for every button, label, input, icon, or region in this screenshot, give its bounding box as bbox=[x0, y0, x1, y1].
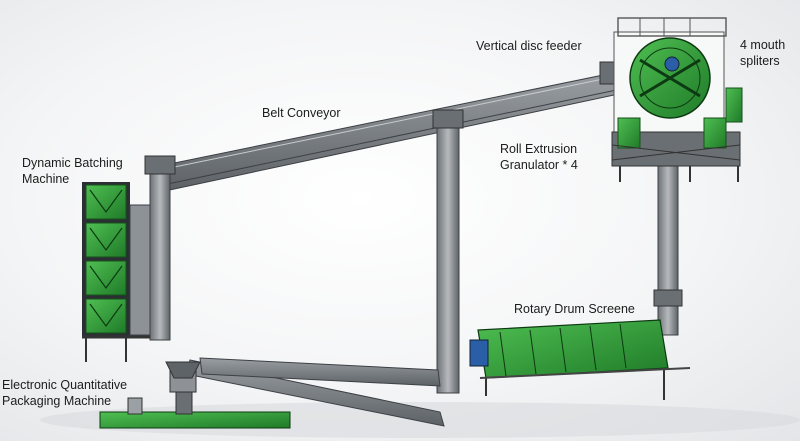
bucket-elevator-center bbox=[432, 109, 464, 394]
label-dynamic-batching-line2: Machine bbox=[22, 172, 70, 186]
vertical-disc-feeder bbox=[613, 17, 727, 133]
roll-extrusion-granulators bbox=[611, 87, 743, 182]
label-vertical-disc-feeder: Vertical disc feeder bbox=[476, 39, 582, 53]
label-roll-extrusion-line1: Roll Extrusion bbox=[500, 142, 578, 156]
dynamic-batching-machine bbox=[82, 182, 151, 362]
rotary-drum-screen bbox=[469, 319, 691, 400]
bucket-elevator-right bbox=[653, 159, 683, 336]
label-roll-extrusion-line2: Granulator * 4 bbox=[500, 158, 578, 172]
bucket-elevator-left bbox=[144, 155, 176, 341]
label-mouth-spliters-line2: spliters bbox=[740, 54, 780, 68]
label-rotary-drum: Rotary Drum Screene bbox=[514, 302, 635, 316]
label-packaging-line1: Electronic Quantitative bbox=[2, 378, 128, 392]
label-belt-conveyor: Belt Conveyor bbox=[262, 106, 341, 120]
label-mouth-spliters-line1: 4 mouth bbox=[740, 38, 786, 52]
label-dynamic-batching-line1: Dynamic Batching bbox=[22, 156, 123, 170]
label-packaging-line2: Packaging Machine bbox=[2, 394, 112, 408]
packaging-machine bbox=[99, 361, 291, 429]
